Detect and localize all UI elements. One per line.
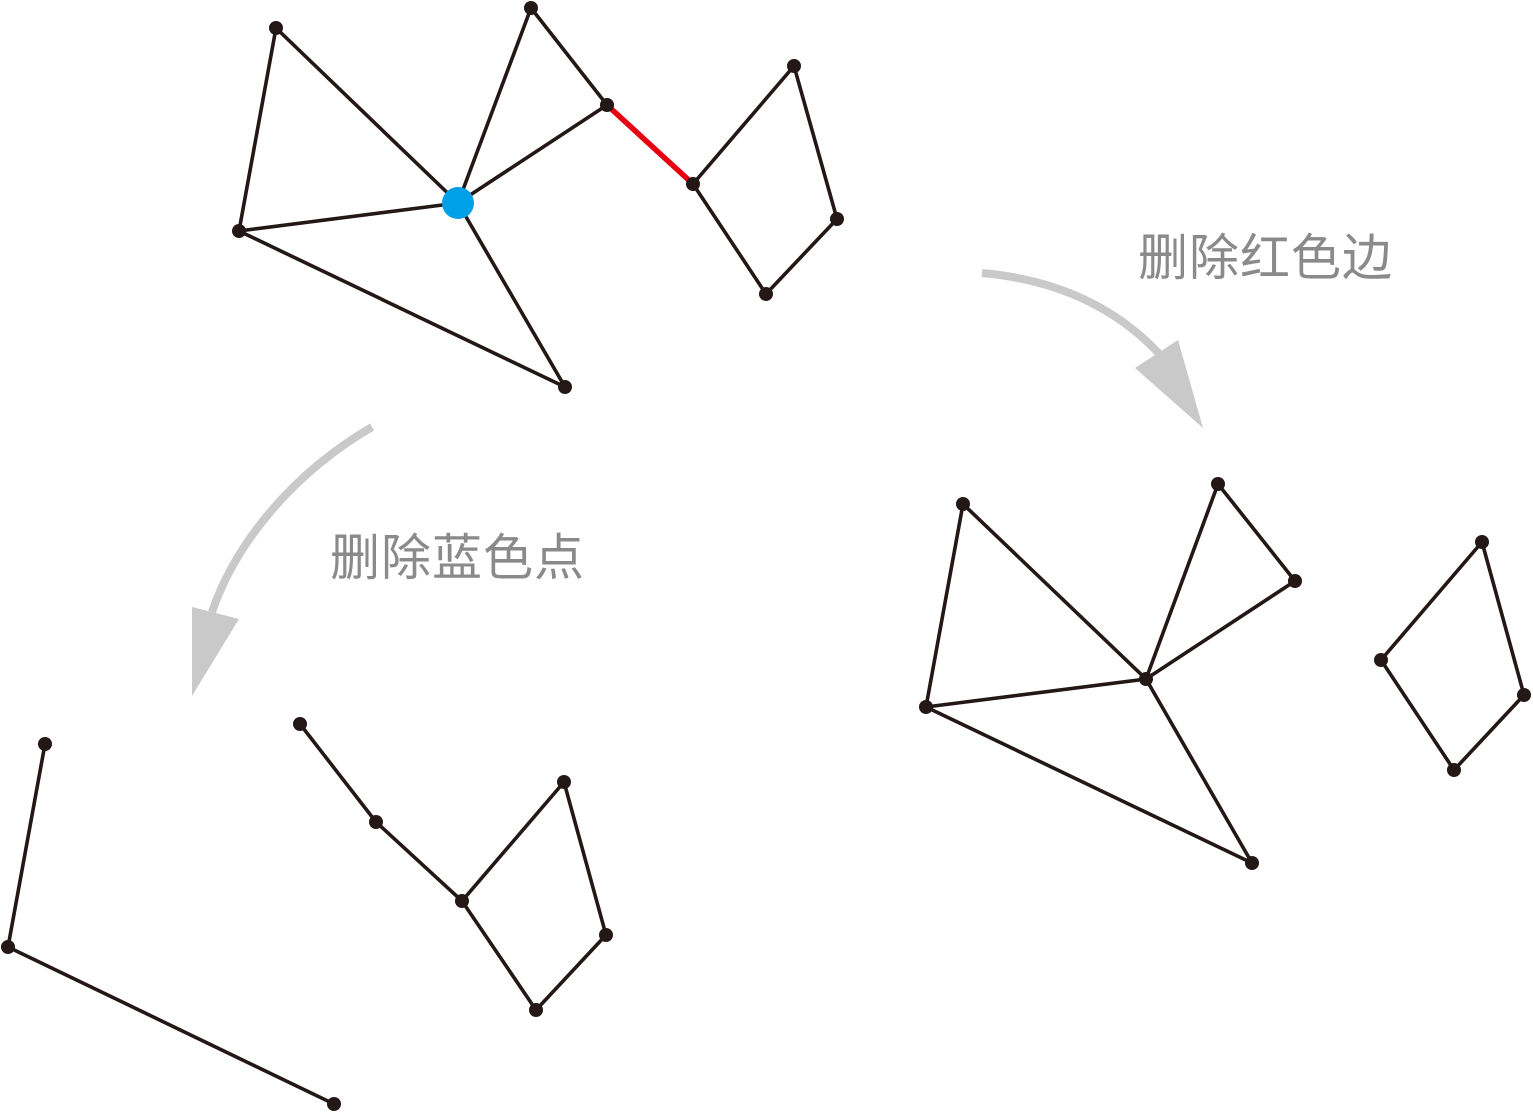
node [1139, 672, 1153, 686]
edge [374, 820, 464, 903]
node [327, 1097, 341, 1111]
edge [691, 64, 796, 186]
node [557, 775, 571, 789]
node [529, 1003, 543, 1017]
node [558, 380, 572, 394]
arrow-right-icon [981, 269, 1203, 428]
node [232, 224, 246, 238]
edge [562, 780, 608, 937]
delete-blue-node-label: 删除蓝色点 [330, 529, 585, 587]
node [1288, 574, 1302, 588]
node [686, 177, 700, 191]
result-graph-edge-removed [919, 477, 1531, 870]
arrow-left-icon [192, 423, 375, 696]
edge [534, 933, 608, 1012]
edge [1452, 693, 1526, 772]
result-graph-node-removed [1, 717, 613, 1111]
edge [456, 103, 609, 205]
edge [1379, 540, 1484, 662]
blue-node [442, 187, 474, 219]
edge [1144, 579, 1297, 681]
node [1, 940, 15, 954]
edge [529, 6, 609, 107]
node [787, 59, 801, 73]
node [1475, 535, 1489, 549]
edge [924, 502, 965, 709]
edge [924, 705, 1254, 865]
red-edge [604, 102, 696, 187]
edge [237, 229, 567, 389]
node [1517, 688, 1531, 702]
node [38, 737, 52, 751]
node [759, 287, 773, 301]
node [455, 894, 469, 908]
edge [924, 677, 1148, 709]
edge [961, 502, 1148, 681]
edge [298, 722, 378, 824]
node [269, 21, 283, 35]
node [600, 98, 614, 112]
edge [1144, 482, 1220, 681]
edge [6, 742, 47, 949]
edge [460, 899, 538, 1012]
edge [1480, 540, 1526, 697]
edge [237, 26, 278, 233]
edge [456, 201, 567, 389]
edge [792, 64, 839, 221]
node [293, 717, 307, 731]
edge [1379, 658, 1456, 772]
edge [237, 201, 460, 233]
edge [691, 182, 768, 296]
edge [460, 780, 566, 903]
original-graph [232, 1, 844, 394]
edge [456, 6, 533, 205]
edge [764, 217, 839, 296]
node [956, 497, 970, 511]
edge [1144, 677, 1254, 865]
node [599, 928, 613, 942]
node [830, 212, 844, 226]
node [1374, 653, 1388, 667]
delete-red-edge-label: 删除红色边 [1138, 229, 1393, 287]
node [919, 700, 933, 714]
edge [274, 26, 460, 205]
node [369, 815, 383, 829]
node [1245, 856, 1259, 870]
node [524, 1, 538, 15]
node [1447, 763, 1461, 777]
node [1211, 477, 1225, 491]
edge [6, 945, 336, 1106]
edge [1216, 482, 1297, 583]
